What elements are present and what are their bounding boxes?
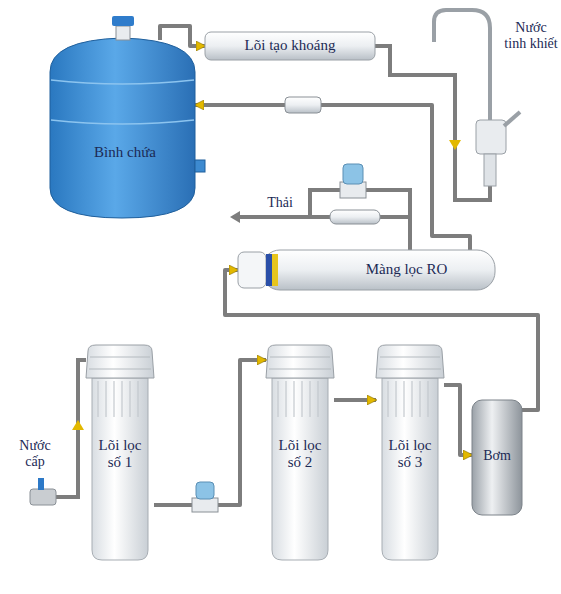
shutoff-valve xyxy=(192,482,218,512)
filter-housing xyxy=(86,345,154,560)
illustration-part xyxy=(51,80,194,124)
pump-body xyxy=(472,400,522,515)
storage-tank xyxy=(50,16,205,218)
water-pipe xyxy=(154,360,266,505)
flow-label: Nước cấp xyxy=(10,438,60,470)
flow-label: Nước tinh khiết xyxy=(504,20,558,52)
mineral-cartridge xyxy=(205,32,375,60)
illustration-part xyxy=(50,38,195,218)
waste-parts xyxy=(330,164,380,224)
illustration-part xyxy=(56,360,86,497)
check-valve xyxy=(285,97,321,113)
component-label: Lõi lọc số 3 xyxy=(388,437,432,472)
illustration-part xyxy=(343,164,363,184)
illustration-part xyxy=(196,482,214,499)
illustration-part xyxy=(116,26,130,40)
component-label: Màng lọc RO xyxy=(366,261,448,278)
filter-housing xyxy=(376,345,444,560)
component-box: Lõi lọc số 2 xyxy=(266,345,334,560)
illustration-part xyxy=(112,16,134,26)
illustration-part xyxy=(330,210,380,224)
illustration-part xyxy=(476,120,506,154)
component-box: Lõi lọc số 1 xyxy=(86,345,154,560)
component-label: Lõi lọc số 2 xyxy=(278,437,322,472)
flow-label: Thải xyxy=(258,195,302,211)
illustration-part xyxy=(240,217,410,250)
illustration-part xyxy=(272,254,278,286)
water-pipe xyxy=(444,385,472,455)
illustration-part xyxy=(72,420,84,430)
illustration-part xyxy=(38,478,44,490)
illustration-part xyxy=(238,252,266,288)
water-pipe xyxy=(334,398,376,402)
component-label: Bơm xyxy=(483,448,511,464)
illustration-part xyxy=(434,10,490,130)
component-box: Lõi tạo khoáng xyxy=(205,32,375,60)
component-box: Bơm xyxy=(472,400,522,515)
component-box: Màng lọc RO xyxy=(238,250,495,290)
component-box: Bình chứa xyxy=(55,40,195,218)
illustration-part xyxy=(262,250,495,290)
illustration-part xyxy=(195,160,205,172)
illustration-part xyxy=(230,211,240,223)
illustration-part xyxy=(375,46,490,200)
filter-housing xyxy=(266,345,334,560)
water-pipe xyxy=(160,26,205,46)
ro-membrane xyxy=(238,250,495,290)
illustration-part xyxy=(449,140,461,150)
component-label: Lõi tạo khoáng xyxy=(245,37,336,54)
component-label: Lõi lọc số 1 xyxy=(98,437,142,472)
illustration-part xyxy=(504,112,520,126)
inlet-valve xyxy=(30,478,56,505)
illustration-part xyxy=(192,498,218,512)
component-label: Bình chứa xyxy=(94,144,156,161)
illustration-part xyxy=(266,254,272,286)
illustration-part xyxy=(484,154,496,186)
water-pipe xyxy=(195,105,470,250)
illustration-part xyxy=(30,489,56,505)
component-box: Lõi lọc số 3 xyxy=(376,345,444,560)
